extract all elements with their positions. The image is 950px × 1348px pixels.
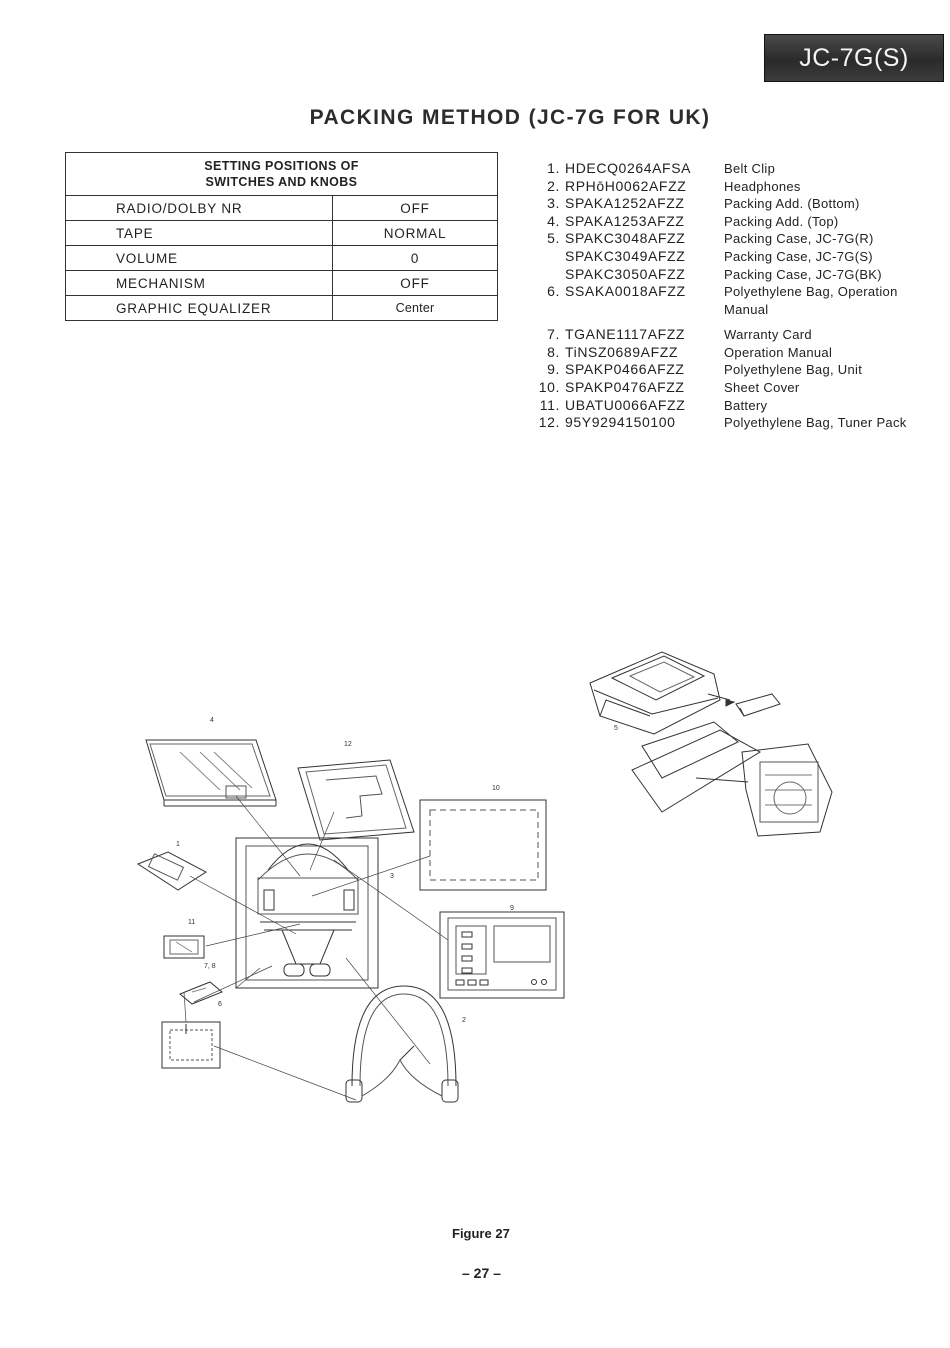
part-number: 10. [538,378,560,395]
list-item: 9. SPAKP0466AFZZ Polyethylene Bag, Unit [524,361,944,379]
callout-label: 9 [510,905,514,912]
switch-position: Center [332,295,498,321]
callout-label: 12 [344,741,352,748]
callout-label: 1 [176,841,180,848]
list-item: 1. HDECQ0264AFSA Belt Clip [524,160,944,178]
part-code: 95Y9294150100 [565,414,676,431]
list-item: 3. SPAKA1252AFZZ Packing Add. (Bottom) [524,195,944,213]
part-description: Packing Case, JC-7G(BK) [724,266,882,282]
part-code: TiNSZ0689AFZZ [565,343,679,360]
manual-bag-illustration [161,1021,221,1069]
headphones-illustration [345,985,459,1103]
list-item: 2. RPHōH0062AFZZ Headphones [524,178,944,196]
settings-table-header-row: SETTING POSITIONS OF SWITCHES AND KNOBS [65,152,498,196]
part-code: SPAKC3050AFZZ [565,265,686,282]
heading-line-2: SWITCHES AND KNOBS [205,175,358,189]
part-code: SPAKP0466AFZZ [565,361,685,378]
page-title: PACKING METHOD (JC-7G FOR UK) [309,106,711,129]
settings-table-heading: SETTING POSITIONS OF SWITCHES AND KNOBS [65,152,498,196]
part-code: SPAKA1253AFZZ [565,212,685,229]
part-number: 9. [547,361,560,378]
part-description: Headphones [724,178,801,194]
callout-label: 4 [210,717,214,724]
table-row: VOLUME 0 [65,245,498,271]
callout-label: 2 [462,1017,466,1024]
page-number: – 27 – [462,1265,501,1281]
battery-illustration [163,935,205,959]
part-code: TGANE1117AFZZ [565,326,686,343]
belt-clip-illustration [136,851,207,891]
part-code: SPAKP0476AFZZ [565,378,685,395]
packing-add-bottom-illustration [235,837,379,989]
part-number: 5. [547,230,560,247]
callout-label: 7, 8 [204,963,216,970]
part-number: 2. [547,177,560,194]
part-description: Packing Add. (Bottom) [724,196,860,212]
part-description: Packing Case, JC-7G(R) [724,231,874,247]
switch-name: GRAPHIC EQUALIZER [65,295,333,321]
part-code: SPAKA1252AFZZ [565,195,685,212]
heading-line-1: SETTING POSITIONS OF [204,159,359,173]
list-item: 8. TiNSZ0689AFZZ Operation Manual [524,344,944,362]
part-description: Packing Case, JC-7G(S) [724,248,873,264]
leader-lines [183,795,449,1101]
part-number: 4. [547,212,560,229]
part-number: 11. [539,396,560,413]
packing-case-illustration [589,651,833,837]
part-number: 8. [547,343,560,360]
callout-label: 6 [218,1001,222,1008]
table-row: MECHANISM OFF [65,270,498,296]
list-item: 7. TGANE1117AFZZ Warranty Card [524,326,944,344]
part-code: HDECQ0264AFSA [565,160,692,176]
model-tab: JC-7G(S) [764,34,944,82]
manual-illustration [179,981,223,1005]
unit-bag-illustration [439,911,565,999]
part-description: Warranty Card [724,327,812,343]
part-code: RPHōH0062AFZZ [565,177,687,194]
part-description: Packing Add. (Top) [724,213,839,229]
part-description-line: Manual [724,301,769,317]
part-number: 7. [547,326,560,343]
part-description-line: Polyethylene Bag, Operation [724,284,898,300]
part-code: SPAKC3048AFZZ [565,230,686,247]
parts-list: 1. HDECQ0264AFSA Belt Clip 2. RPHōH0062A… [524,160,944,432]
part-description: Polyethylene Bag, Tuner Pack [724,415,907,431]
callout-label: 10 [492,785,500,792]
figure-caption: Figure 27 [452,1226,510,1241]
part-code: UBATU0066AFZZ [565,396,686,413]
part-code: SPAKC3049AFZZ [565,247,686,264]
list-item: 11. UBATU0066AFZZ Battery [524,397,944,415]
part-description: Polyethylene Bag, Operation Manual [724,283,898,318]
part-number: 1. [547,160,560,176]
callout-label: 3 [390,873,394,880]
part-code: SSAKA0018AFZZ [565,283,686,300]
list-item: 4. SPAKA1253AFZZ Packing Add. (Top) [524,213,944,231]
sheet-cover-illustration [419,799,547,891]
switch-position: OFF [332,195,498,221]
list-item: 12. 95Y9294150100 Polyethylene Bag, Tune… [524,414,944,432]
tuner-pack-bag-illustration [297,759,415,841]
packing-add-top-illustration [145,739,277,807]
list-item: 6. SSAKA0018AFZZ Polyethylene Bag, Opera… [524,283,944,318]
part-description: Belt Clip [724,161,776,176]
list-item: 5. SPAKC3048AFZZ Packing Case, JC-7G(R) [524,230,944,248]
part-description: Polyethylene Bag, Unit [724,362,863,378]
table-row: GRAPHIC EQUALIZER Center [65,295,498,321]
part-number: 12. [538,414,560,431]
part-number: 6. [547,283,560,300]
list-item: SPAKC3049AFZZ Packing Case, JC-7G(S) [524,248,944,266]
part-number: 3. [547,195,560,212]
settings-table: SETTING POSITIONS OF SWITCHES AND KNOBS … [65,152,498,321]
model-label: JC-7G(S) [799,43,909,72]
part-description: Operation Manual [724,344,833,360]
callout-label: 5 [614,725,618,732]
list-item: SPAKC3050AFZZ Packing Case, JC-7G(BK) [524,266,944,284]
part-description: Sheet Cover [724,379,800,395]
list-item: 10. SPAKP0476AFZZ Sheet Cover [524,379,944,397]
switch-name: VOLUME [65,245,333,271]
part-description: Battery [724,397,768,413]
switch-position: NORMAL [332,220,498,246]
callout-label: 11 [188,919,195,926]
